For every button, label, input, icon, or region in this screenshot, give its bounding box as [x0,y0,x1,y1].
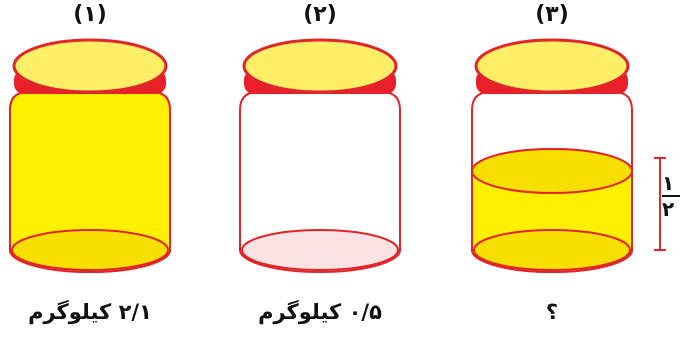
jar-3-liquid-surface [471,148,633,194]
fraction-denominator: ۲ [662,197,675,220]
jar-3-lid [474,38,630,94]
jar-1-bottom [11,229,169,271]
jar-1-number: (۱) [73,2,107,27]
half-fraction-label: ۱ ۲ [662,172,683,220]
jar-3-weight-label: ؟ [545,300,559,324]
jar-3-number: (۳) [535,2,569,27]
fraction-numerator: ۱ [662,172,675,195]
jar-1-lid [12,38,168,94]
jar-2-lid [242,38,398,94]
jar-2-bottom [241,229,399,271]
jar-2-weight-label: ۰/۵ کیلوگرم [258,300,382,324]
fraction-bar [662,195,680,197]
jar-2-number: (۲) [303,2,337,27]
jar-1-weight-label: ۲/۱ کیلوگرم [28,300,152,324]
jar-3-bottom [473,229,631,271]
